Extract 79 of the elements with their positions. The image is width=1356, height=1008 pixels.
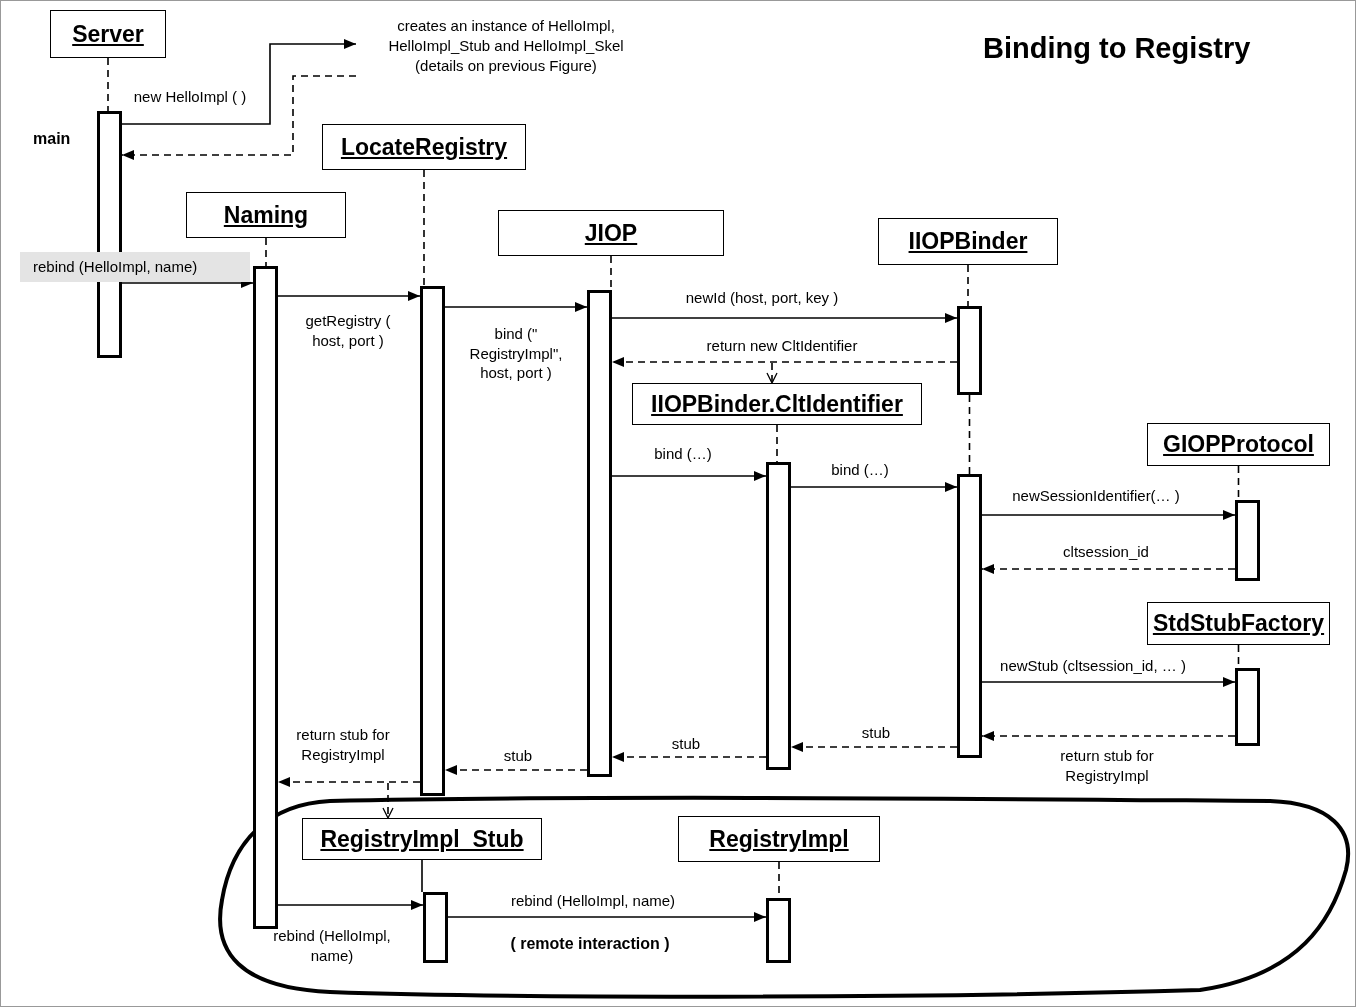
lifeline-box (678, 816, 880, 862)
diagram-title: Binding to Registry (983, 32, 1251, 65)
message-arrow (444, 302, 588, 312)
message-label: stub (861, 723, 891, 743)
object-name: JIOP (584, 219, 638, 247)
activation-label: main (33, 130, 71, 148)
activation-bar (766, 898, 791, 963)
activation-bar (420, 286, 445, 796)
activation-bar (423, 892, 448, 963)
message-label: cltsession_id (1063, 542, 1149, 562)
activation-bar (766, 462, 791, 770)
lifeline-box (186, 192, 346, 238)
interaction-note: ( remote interaction ) (510, 935, 670, 953)
message-label: newSessionIdentifier(… ) (1012, 486, 1180, 506)
return-arrow (277, 777, 421, 787)
message-label: bind (" RegistryImpl", host, port ) (468, 323, 564, 383)
activation-bar (957, 474, 982, 758)
note-text: creates an instance of HelloImpl, HelloImpl_Stub and HelloImpl_Skel (details on previous Figure) (356, 16, 656, 108)
activation-bar (1235, 668, 1260, 746)
message-arrow (790, 482, 958, 492)
object-name: IIOPBinder (908, 228, 1028, 255)
object-name: IIOPBinder.CltIdentifier (651, 390, 903, 418)
lifeline (968, 394, 971, 475)
lifeline-box (878, 218, 1058, 265)
return-arrow (611, 752, 767, 762)
lifeline-box (1147, 423, 1330, 466)
activation-bar (253, 266, 278, 929)
message-label: rebind (HelloImpl, name) (510, 891, 676, 911)
message-arrow (121, 39, 357, 125)
return-arrow (790, 742, 958, 752)
activation-bar (587, 290, 612, 777)
return-arrow (981, 564, 1236, 574)
object-name: Naming (223, 201, 309, 229)
return-arrow (382, 782, 394, 819)
message-arrow (981, 677, 1236, 687)
object-name: LocateRegistry (340, 133, 508, 161)
message-label: return new CltIdentifier (706, 336, 858, 356)
lifeline (423, 169, 425, 287)
message-label: return stub for RegistryImpl (295, 724, 391, 764)
lifeline-box (302, 818, 542, 860)
object-name: StdStubFactory (1152, 610, 1325, 637)
message-label: rebind (HelloImpl, name) (20, 252, 250, 282)
message-label: getRegistry ( host, port ) (304, 310, 392, 350)
lifeline-box (632, 383, 922, 425)
message-label: stub (503, 746, 533, 766)
object-name: GIOPProtocol (1163, 431, 1314, 458)
message-label: bind (…) (654, 444, 712, 464)
message-arrow (981, 510, 1236, 520)
lifeline-box (498, 210, 724, 256)
message-label: new HelloImpl ( ) (133, 87, 247, 107)
return-arrow (981, 731, 1236, 741)
object-name: RegistryImpl (709, 825, 849, 853)
message-arrow (277, 291, 421, 301)
lifeline-box (1147, 602, 1330, 645)
message-arrow (277, 900, 424, 910)
object-name: Server (72, 20, 144, 48)
message-label: newStub (cltsession_id, … ) (1000, 656, 1186, 676)
return-arrow (444, 765, 588, 775)
lifeline (967, 264, 969, 307)
lifeline-box (50, 10, 166, 58)
lifeline (265, 237, 267, 267)
message-label: newId (host, port, key ) (685, 288, 839, 308)
lifeline-box (322, 124, 526, 170)
object-name: RegistryImpl_Stub (320, 825, 524, 853)
activation-bar (1235, 500, 1260, 581)
lifeline (421, 859, 423, 893)
message-arrow (611, 313, 958, 323)
message-label: return stub for RegistryImpl (1059, 745, 1155, 785)
lifeline (107, 57, 109, 112)
return-arrow (766, 362, 778, 384)
message-label: rebind (HelloImpl, name) (272, 925, 392, 965)
message-label: stub (671, 734, 701, 754)
message-label: bind (…) (831, 460, 889, 480)
lifeline (776, 424, 778, 463)
message-arrow (447, 912, 767, 922)
return-arrow (121, 75, 357, 160)
message-arrow (611, 471, 767, 481)
activation-bar (957, 306, 982, 395)
return-arrow (611, 357, 958, 367)
